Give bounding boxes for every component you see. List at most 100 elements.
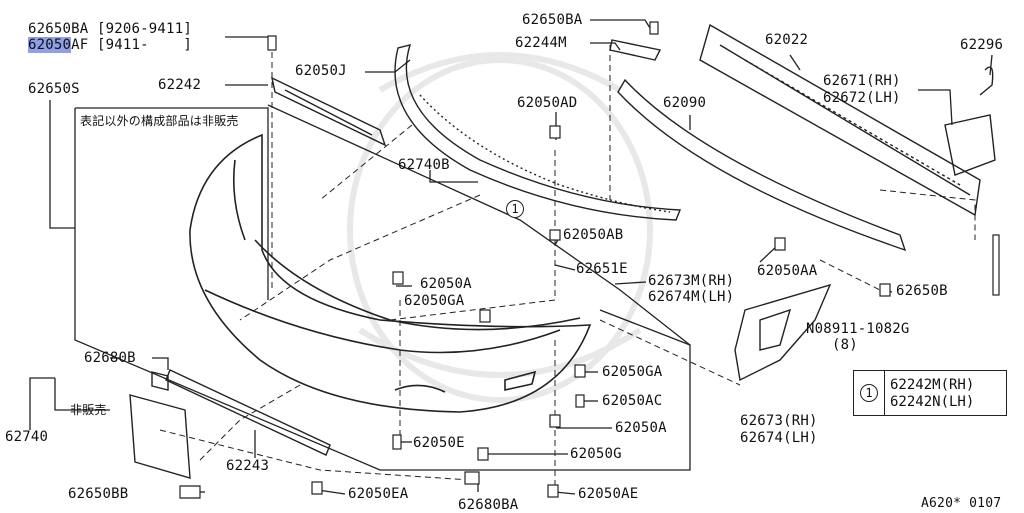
label-62050GA-1: 62050GA bbox=[404, 293, 465, 309]
label-62680B: 62680B bbox=[84, 350, 136, 366]
label-62050AE: 62050AE bbox=[578, 486, 639, 502]
label-62050AF-suffix: AF [9411- ] bbox=[71, 37, 192, 53]
bumper-fascia bbox=[189, 133, 592, 413]
note-not-sold: 非販売 bbox=[70, 403, 107, 417]
leader-62651E bbox=[554, 264, 576, 271]
label-62244M: 62244M bbox=[515, 35, 567, 51]
label-62650BB: 62650BB bbox=[68, 486, 129, 502]
label-62050A-2: 62050A bbox=[615, 420, 667, 436]
label-62050E: 62050E bbox=[413, 435, 465, 451]
label-62650BA-2: 62650BA bbox=[522, 12, 583, 28]
note-not-sold-except: 表記以外の構成部品は非販売 bbox=[80, 114, 239, 128]
label-62050A-1: 62050A bbox=[420, 276, 472, 292]
clip-icon bbox=[311, 481, 323, 495]
legend-divider bbox=[884, 371, 885, 415]
bolt-icon bbox=[179, 485, 201, 499]
clip-icon bbox=[547, 484, 559, 498]
label-62674M: 62674M(LH) bbox=[648, 289, 735, 305]
label-62674: 62674(LH) bbox=[740, 430, 818, 446]
figure-code: A620* 0107 bbox=[921, 496, 1002, 511]
assembly-line-3 bbox=[239, 194, 481, 321]
clip-icon bbox=[549, 229, 561, 241]
assembly-line-6 bbox=[879, 189, 976, 240]
clip-icon bbox=[574, 364, 586, 378]
leader-62650BA-2 bbox=[590, 19, 651, 29]
bracket-62242 bbox=[271, 76, 387, 147]
clip-62296 bbox=[979, 66, 994, 96]
label-62050AB: 62050AB bbox=[563, 227, 624, 243]
label-08911: N08911-1082G bbox=[806, 321, 910, 337]
label-62050J: 62050J bbox=[295, 63, 347, 79]
assembly-line-11 bbox=[199, 384, 301, 461]
leader-62296 bbox=[989, 54, 993, 76]
absorber-62090 bbox=[617, 78, 907, 252]
reinforcement-62050J bbox=[394, 44, 682, 221]
label-08911-qty: (8) bbox=[832, 337, 858, 353]
clip-icon bbox=[479, 309, 491, 323]
assembly-line-4 bbox=[389, 150, 556, 321]
callout-ref-1: 1 bbox=[506, 200, 524, 218]
leader-62050J bbox=[365, 59, 411, 73]
label-62050AC: 62050AC bbox=[602, 393, 663, 409]
leader-62650S bbox=[49, 100, 269, 300]
leader-62740 bbox=[29, 377, 110, 430]
label-62740B: 62740B bbox=[398, 157, 450, 173]
label-62050AF-highlight: 62050 bbox=[28, 37, 72, 53]
assembly-line-9 bbox=[599, 319, 741, 386]
label-62050AF: 62050AF [9411- ] bbox=[28, 37, 192, 53]
label-62650B: 62650B bbox=[896, 283, 948, 299]
bolt-icon bbox=[649, 21, 659, 35]
legend-line-1: 62242M(RH) bbox=[890, 377, 975, 393]
leader-62650BA-top bbox=[225, 36, 273, 45]
bolt-icon bbox=[992, 234, 1000, 296]
label-62651E: 62651E bbox=[576, 261, 628, 277]
bracket-62673 bbox=[734, 283, 832, 382]
screw-icon bbox=[575, 394, 585, 408]
reinforcement-62022 bbox=[699, 23, 981, 217]
label-62243: 62243 bbox=[226, 458, 270, 474]
label-62680BA: 62680BA bbox=[458, 497, 519, 513]
label-62671: 62671(RH) bbox=[823, 73, 901, 89]
label-62242: 62242 bbox=[158, 77, 202, 93]
label-62740: 62740 bbox=[5, 429, 49, 445]
label-62673: 62673(RH) bbox=[740, 413, 818, 429]
fasteners bbox=[179, 21, 1000, 499]
bolt-icon bbox=[267, 35, 277, 51]
label-62022: 62022 bbox=[765, 32, 809, 48]
label-62090: 62090 bbox=[663, 95, 707, 111]
clip-icon bbox=[477, 447, 489, 461]
group-outline-top bbox=[267, 104, 691, 346]
bracket-62671 bbox=[944, 114, 996, 176]
leader-62022 bbox=[789, 54, 801, 71]
label-62050AD: 62050AD bbox=[517, 95, 578, 111]
leader-62673M bbox=[614, 281, 647, 285]
clip-icon bbox=[392, 271, 404, 285]
plate-bracket-62680B bbox=[129, 371, 191, 479]
clip-icon bbox=[549, 414, 561, 428]
clip-icon bbox=[774, 237, 786, 251]
leader-62740B bbox=[429, 170, 478, 183]
lower-bar-62243 bbox=[165, 369, 331, 456]
label-62050G: 62050G bbox=[570, 446, 622, 462]
nut-icon bbox=[879, 283, 891, 297]
label-62672: 62672(LH) bbox=[823, 90, 901, 106]
clip-icon bbox=[549, 125, 561, 139]
clip-icon bbox=[464, 471, 480, 485]
label-62650S: 62650S bbox=[28, 81, 80, 97]
bracket-62244M bbox=[609, 39, 662, 61]
assembly-line-10 bbox=[159, 429, 471, 481]
label-62050GA-2: 62050GA bbox=[602, 364, 663, 380]
label-62050AA: 62050AA bbox=[757, 263, 818, 279]
leader-62671 bbox=[918, 89, 953, 126]
group-outline-main bbox=[74, 108, 691, 471]
legend-box: 1 62242M(RH) 62242N(LH) bbox=[853, 370, 1007, 416]
legend-ref: 1 bbox=[860, 384, 878, 402]
label-62673M: 62673M(RH) bbox=[648, 273, 735, 289]
label-62650BA-top: 62650BA [9206-9411] bbox=[28, 21, 192, 37]
leader-62244M bbox=[590, 42, 621, 51]
label-62050EA: 62050EA bbox=[348, 486, 409, 502]
screw-icon bbox=[392, 434, 402, 450]
assembly-line-7 bbox=[819, 259, 881, 291]
